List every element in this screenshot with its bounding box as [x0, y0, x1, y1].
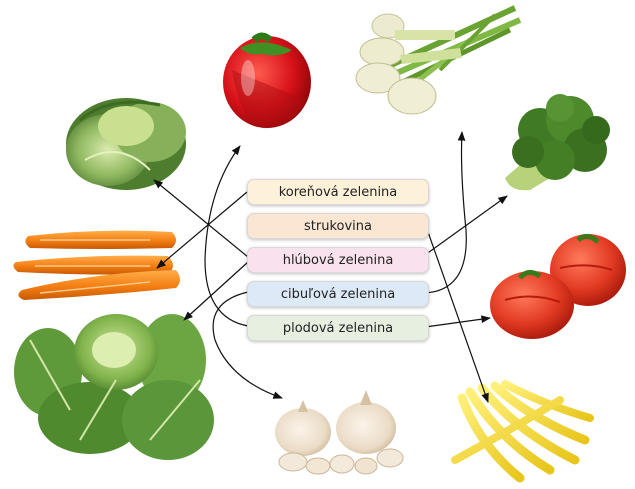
label-bulb-vegetables: cibuľová zelenina	[247, 281, 429, 307]
garlic	[275, 390, 403, 474]
label-fruit-vegetables: plodová zelenina	[247, 315, 429, 341]
arrow-leaf-to-broccoli	[418, 196, 507, 260]
arrow-leaf-to-cabbage	[184, 262, 248, 320]
label-leaf-vegetables: hlúbová zelenina	[247, 247, 429, 273]
cabbage	[14, 314, 214, 460]
arrow-legume-to-beans	[428, 232, 488, 402]
arrow-bulb-to-garlic	[213, 292, 282, 398]
arrow-root-to-carrots	[157, 192, 247, 268]
broccoli	[505, 94, 610, 190]
label-root-vegetables: koreňová zelenina	[247, 179, 429, 205]
savoy-cabbage	[66, 98, 186, 190]
label-legumes: strukovina	[247, 213, 429, 239]
yellow-beans	[455, 384, 590, 478]
arrow-fruit-to-pepper	[205, 146, 248, 326]
spring-onion	[356, 8, 520, 114]
carrots	[13, 231, 180, 300]
tomatoes	[490, 234, 626, 339]
red-pepper	[223, 36, 311, 128]
